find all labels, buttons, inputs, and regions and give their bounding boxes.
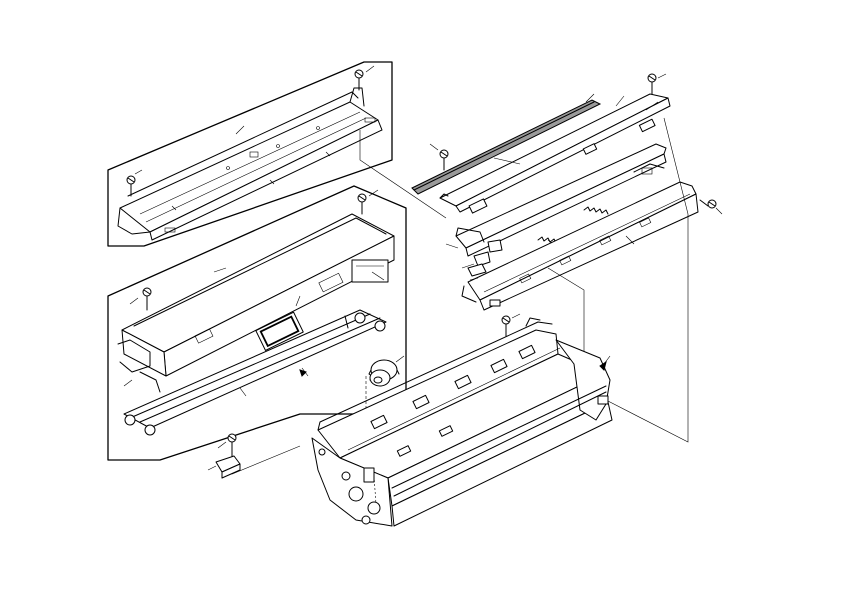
screw-icon (126, 175, 136, 197)
cover-assembly (117, 213, 395, 393)
lower-guide-rod-assembly (123, 309, 387, 436)
small-bracket (207, 433, 241, 479)
development-unit-base (311, 317, 613, 527)
spring-bracket-plate (455, 143, 667, 257)
screw-icon (647, 73, 657, 95)
screw-icon (357, 193, 367, 215)
screw-icon (142, 287, 152, 311)
front-rail (461, 181, 699, 311)
screw-icon (699, 199, 717, 209)
upper-guide-plate (117, 87, 383, 241)
screw-icon (501, 315, 511, 337)
drive-gear (365, 355, 405, 474)
doctor-blade (411, 93, 602, 195)
screw-icon (354, 69, 364, 91)
small-gear-parts (445, 239, 503, 307)
upper-guide-plate-inset (107, 61, 393, 247)
development-unit-cover-inset (107, 185, 407, 461)
screw-icon (439, 149, 449, 171)
blade-holder-plate (439, 93, 671, 214)
screw-icon (227, 433, 237, 457)
